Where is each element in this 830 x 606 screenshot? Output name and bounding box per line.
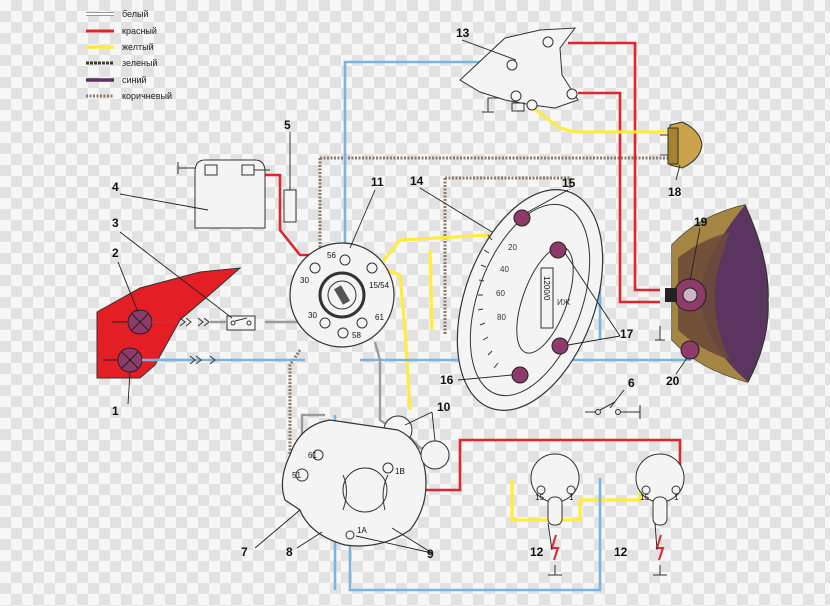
callout-14: 14: [410, 174, 424, 188]
callout-1: 1: [112, 404, 119, 418]
odometer-window: [540, 267, 554, 329]
ignition-switch: 56 30 15/54 30 61 58: [289, 242, 395, 348]
headlight: [665, 204, 769, 383]
parking-bulb: [655, 326, 700, 360]
speedometer: 1200/0 ИЖ 20 40 60 80: [456, 189, 604, 411]
callout-11: 11: [371, 175, 384, 189]
speed-mark-80: 80: [497, 313, 506, 322]
handlebar-switch-body: [459, 27, 579, 109]
generator-body: [281, 419, 427, 547]
indicator-lamp-17a: [549, 241, 567, 259]
terminal-56: 56: [327, 251, 336, 260]
callout-16: 16: [440, 373, 454, 387]
wire-brown-meter: [445, 176, 572, 190]
indicator-lamp-16: [511, 366, 529, 384]
stop-switch: [210, 315, 256, 331]
callout-18: 18: [668, 185, 682, 199]
speed-mark-40: 40: [500, 265, 509, 274]
callout-2: 2: [112, 246, 119, 260]
terminal-30-top: 30: [300, 276, 309, 285]
ignition-coil-left: 15 1: [530, 453, 580, 576]
speedometer-brand-mark: ИЖ: [557, 298, 571, 307]
wire-yellow-meter2: [428, 249, 434, 331]
ignition-coil-right: 15 1: [635, 453, 685, 576]
terminal-51: 51: [292, 471, 301, 480]
wire-yellow-tail: [532, 106, 668, 134]
leader-lines: [117, 39, 701, 554]
callout-12-left: 12: [530, 545, 544, 559]
wire-yellow-switch: [381, 266, 412, 411]
parking-bulb-body: [680, 340, 700, 360]
callout-20: 20: [666, 374, 680, 388]
wire-blue-top: [343, 60, 510, 245]
speed-mark-20: 20: [508, 243, 517, 252]
generator: 51 61 1B 1A: [281, 419, 450, 547]
callout-8: 8: [286, 545, 293, 559]
wire-brown-down: [288, 349, 302, 455]
wire-red-horn2: [578, 91, 660, 304]
terminal-1a: 1A: [357, 526, 367, 535]
legend-label-red: красный: [122, 26, 157, 36]
legend-label-blue: синий: [122, 75, 147, 85]
speed-mark-60: 60: [496, 289, 505, 298]
fuse-body: [283, 189, 297, 223]
rear-light-assembly: [96, 267, 242, 379]
callout-19: 19: [694, 215, 708, 229]
legend-label-green: зеленый: [122, 58, 157, 68]
callout-10: 10: [437, 400, 451, 414]
parking-lamp: [660, 121, 703, 169]
coil-left-terminal-1: 1: [569, 493, 574, 502]
odometer-readout: 1200/0: [542, 276, 551, 301]
callout-6: 6: [628, 376, 635, 390]
callout-9: 9: [427, 547, 434, 561]
wire-red-horn: [568, 41, 660, 292]
indicator-lamp-15: [513, 209, 531, 227]
callout-numbers: 1 2 3 4 5 6 7 8 9 10 11 12 12 13 14 15 1…: [112, 26, 708, 561]
terminal-15-54: 15/54: [369, 281, 390, 290]
callout-7: 7: [241, 545, 248, 559]
terminal-61: 61: [375, 313, 384, 322]
callout-4: 4: [112, 180, 119, 194]
legend-label-white: белый: [122, 9, 149, 19]
coil-right-terminal-15: 15: [640, 493, 649, 502]
legend-label-brown: коричневый: [122, 91, 172, 101]
indicator-lamp-17b: [551, 337, 569, 355]
coil-left-terminal-15: 15: [535, 493, 544, 502]
wire-blue-bottom: [348, 478, 602, 592]
wire-yellow-coil: [510, 480, 642, 522]
terminal-30: 30: [308, 311, 317, 320]
legend: белый красный желтый зеленый синий корич…: [86, 9, 172, 101]
callout-17: 17: [620, 327, 634, 341]
terminal-1b: 1B: [395, 467, 405, 476]
callout-12-right: 12: [614, 545, 628, 559]
battery: [177, 159, 270, 229]
wire-yellow-meter: [376, 233, 491, 269]
callout-15: 15: [562, 176, 576, 190]
ground-switch: [585, 401, 641, 419]
coil-right-terminal-1: 1: [674, 493, 679, 502]
terminal-61-gen: 61: [308, 451, 317, 460]
wire-brown-top: [320, 145, 680, 160]
battery-body: [194, 159, 266, 229]
fuse: [283, 189, 297, 223]
callout-3: 3: [112, 216, 119, 230]
callout-13: 13: [456, 26, 470, 40]
callout-5: 5: [284, 118, 291, 132]
legend-label-yellow: желтый: [122, 42, 154, 52]
handlebar-switch: [459, 27, 579, 113]
terminal-58: 58: [352, 331, 361, 340]
